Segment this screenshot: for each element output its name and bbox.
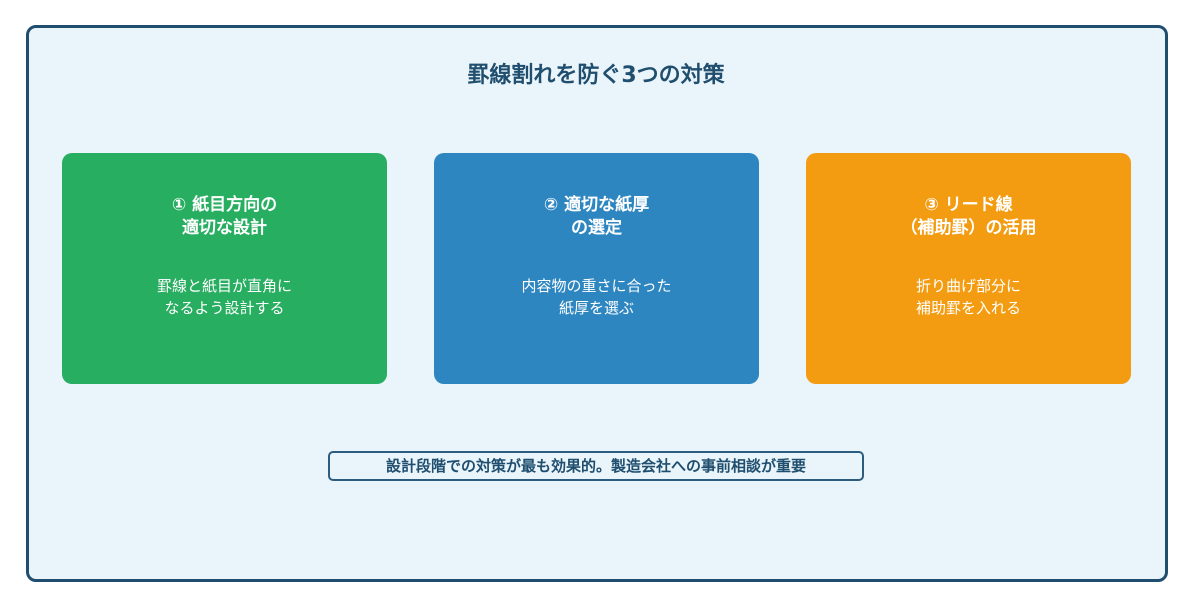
card-body: 罫線と紙目が直角になるよう設計する: [62, 275, 387, 319]
card-title-line: の選定: [571, 218, 622, 238]
card-body-line: 折り曲げ部分に: [915, 277, 1021, 295]
card-title-line: （補助罫）の活用: [900, 218, 1037, 238]
card-body-line: 罫線と紙目が直角に: [156, 277, 292, 295]
card-grain-direction: ① 紙目方向の適切な設計 罫線と紙目が直角になるよう設計する: [62, 153, 387, 384]
card-body: 折り曲げ部分に補助罫を入れる: [806, 275, 1131, 319]
card-body-line: 補助罫を入れる: [915, 299, 1021, 317]
card-title: ② 適切な紙厚の選定: [434, 194, 759, 240]
footer-note: 設計段階での対策が最も効果的。製造会社への事前相談が重要: [328, 451, 864, 481]
card-body-line: なるよう設計する: [164, 299, 285, 317]
card-paper-thickness: ② 適切な紙厚の選定 内容物の重さに合った紙厚を選ぶ: [434, 153, 759, 384]
card-title: ① 紙目方向の適切な設計: [62, 194, 387, 240]
card-body: 内容物の重さに合った紙厚を選ぶ: [434, 275, 759, 319]
card-title: ③ リード線 （補助罫）の活用: [806, 194, 1131, 240]
card-title-line: ③ リード線: [924, 195, 1013, 215]
card-body-line: 内容物の重さに合った: [521, 277, 672, 295]
card-lead-line: ③ リード線 （補助罫）の活用 折り曲げ部分に補助罫を入れる: [806, 153, 1131, 384]
card-title-line: 適切な設計: [182, 218, 267, 238]
diagram-title: 罫線割れを防ぐ3つの対策: [467, 63, 725, 88]
card-title-line: ① 紙目方向の: [171, 195, 278, 215]
card-title-line: ② 適切な紙厚: [543, 195, 650, 215]
card-body-line: 紙厚を選ぶ: [558, 299, 634, 317]
